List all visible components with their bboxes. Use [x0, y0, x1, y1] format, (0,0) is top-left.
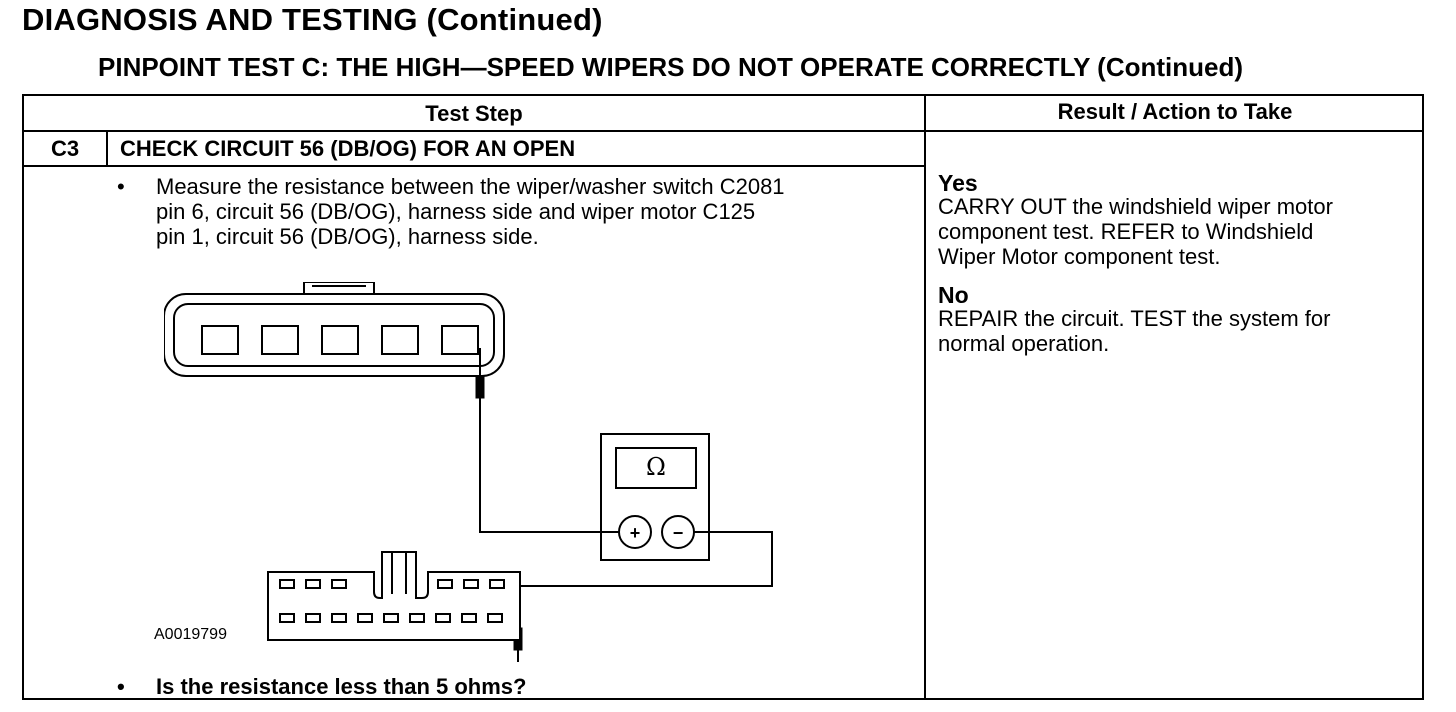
result-yes-label: Yes — [938, 170, 978, 196]
step-title: CHECK CIRCUIT 56 (DB/OG) FOR AN OPEN — [120, 136, 576, 161]
question-text: Is the resistance less than 5 ohms? — [156, 674, 527, 699]
result-no-label: No — [938, 282, 969, 308]
result-no-text: REPAIR the circuit. TEST the system for … — [938, 306, 1330, 356]
pinpoint-test-subtitle: PINPOINT TEST C: THE HIGH—SPEED WIPERS D… — [98, 52, 1244, 82]
instruction-text: Measure the resistance between the wiper… — [156, 174, 785, 249]
result-line: normal operation. — [938, 331, 1110, 356]
result-line: REPAIR the circuit. TEST the system for — [938, 306, 1331, 331]
column-divider — [924, 96, 926, 700]
test-table: Test Step Result / Action to Take C3 CHE… — [22, 94, 1424, 700]
instruction-line: pin 6, circuit 56 (DB/OG), harness side … — [156, 199, 756, 224]
step-id-divider — [106, 132, 108, 166]
ohm-symbol: Ω — [646, 453, 666, 481]
plus-terminal: + — [630, 523, 641, 543]
instruction-line: Measure the resistance between the wiper… — [156, 174, 785, 199]
instruction-line: pin 1, circuit 56 (DB/OG), harness side. — [156, 224, 539, 249]
result-line: CARRY OUT the windshield wiper motor — [938, 194, 1333, 219]
figure-id: A0019799 — [154, 626, 227, 643]
minus-terminal: − — [673, 523, 684, 543]
bullet-marker: • — [117, 674, 125, 699]
test-probe-upper — [475, 348, 485, 434]
result-yes-text: CARRY OUT the windshield wiper motor com… — [938, 194, 1333, 269]
result-line: Wiper Motor component test. — [938, 244, 1221, 269]
step-id: C3 — [50, 136, 80, 161]
step-title-divider — [24, 165, 924, 167]
motor-connector — [267, 551, 521, 641]
page-title: DIAGNOSIS AND TESTING (Continued) — [22, 2, 603, 37]
ohmmeter — [600, 433, 710, 561]
column-header-test-step: Test Step — [425, 101, 523, 126]
bullet-marker: • — [117, 174, 125, 199]
switch-connector — [164, 282, 505, 377]
header-divider — [24, 130, 1424, 132]
column-header-result: Result / Action to Take — [1057, 99, 1293, 124]
result-line: component test. REFER to Windshield — [938, 219, 1314, 244]
